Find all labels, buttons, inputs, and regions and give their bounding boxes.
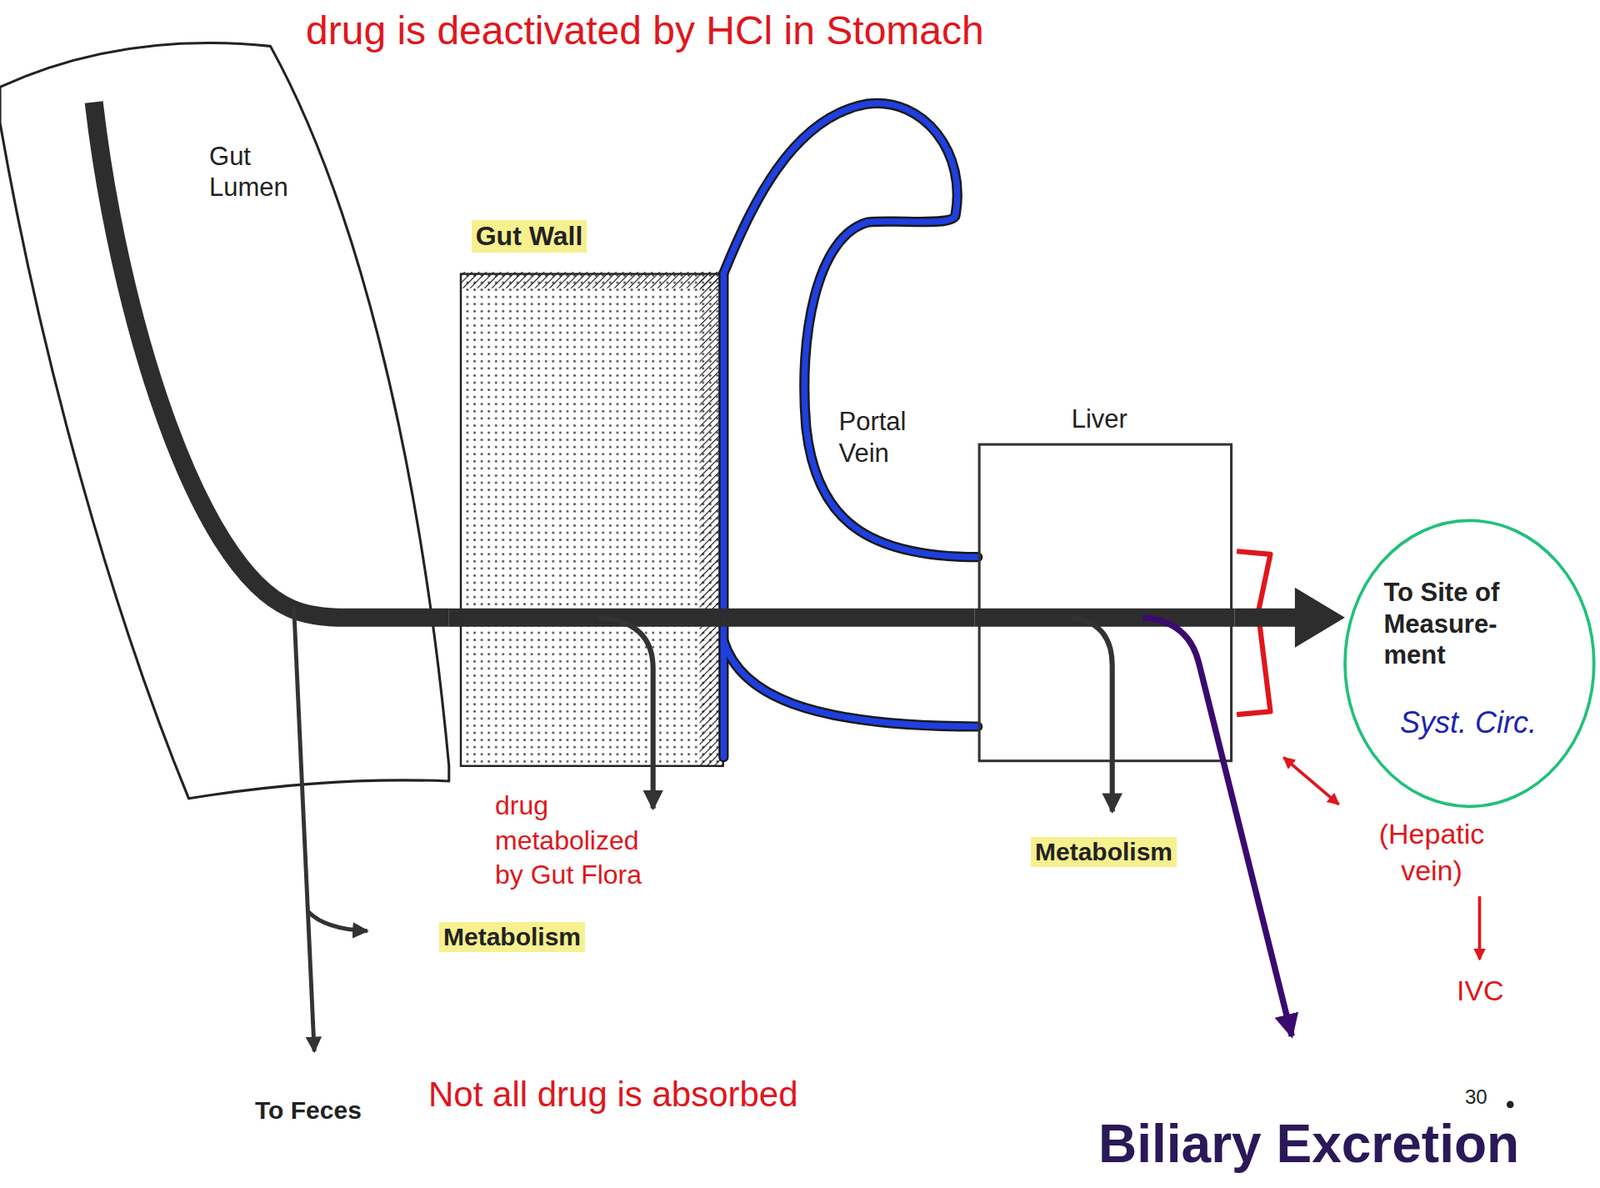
destination-label: To Site of Measure- ment bbox=[1383, 576, 1550, 671]
feces-arrow bbox=[294, 605, 315, 1051]
hepatic-vein-pointer bbox=[1283, 757, 1339, 805]
flow-shaft bbox=[1235, 608, 1297, 627]
gut-flora-arrow bbox=[596, 617, 653, 809]
vessel-line bbox=[723, 640, 978, 727]
lumen-band: Gut Lumen bbox=[0, 30, 450, 807]
annotation-note: IVC bbox=[1456, 973, 1505, 1008]
annotation-note: Syst. Circ. bbox=[1400, 704, 1537, 740]
destination-label: To Feces bbox=[255, 1095, 362, 1125]
vessel-line bbox=[723, 103, 978, 557]
page-number: 30 bbox=[1465, 1085, 1488, 1110]
vessel-line bbox=[720, 273, 726, 757]
lumen-outline bbox=[0, 42, 450, 798]
biliary-arrow bbox=[1142, 617, 1292, 1036]
wall-dots bbox=[460, 273, 724, 765]
flow-arrow bbox=[724, 616, 975, 618]
organ-label: Liver bbox=[1071, 403, 1128, 435]
site-circle: To Site of Measure- mentSyst. Circ. bbox=[1345, 518, 1596, 809]
wall-hatch bbox=[700, 271, 724, 766]
ivc-arrow bbox=[1478, 895, 1482, 960]
wall-outline bbox=[460, 273, 724, 765]
vessel-edge bbox=[723, 640, 978, 727]
liver-outline bbox=[979, 444, 1231, 761]
annotation-note: Not all drug is absorbed bbox=[428, 1073, 799, 1115]
portal-vein: Portal Vein bbox=[726, 96, 975, 735]
liver-box-shape bbox=[974, 398, 1235, 764]
process-label: Metabolism bbox=[1030, 836, 1177, 867]
gut-wall-box: Gut Wall bbox=[460, 216, 725, 768]
vessel-edge bbox=[718, 273, 729, 757]
region-label: Gut Wall bbox=[471, 220, 588, 252]
arrowhead bbox=[1295, 587, 1345, 648]
destination-label: Biliary Excretion bbox=[1098, 1111, 1520, 1176]
region-label: Gut Lumen bbox=[209, 140, 310, 203]
process-label: Metabolism bbox=[439, 921, 585, 952]
page-dot bbox=[1506, 1100, 1515, 1109]
liver-drug-flow bbox=[974, 608, 1235, 627]
wall-drug-flow bbox=[460, 608, 725, 627]
flow-arrow bbox=[449, 616, 462, 618]
site-circle-shape bbox=[1345, 518, 1596, 809]
flow-shaft bbox=[449, 608, 462, 627]
annotation-note: drug metabolized by Gut Flora bbox=[495, 788, 662, 893]
flow-arrow bbox=[1235, 587, 1345, 648]
annotation-note: (Hepatic vein) bbox=[1356, 815, 1507, 889]
gut-wall-box-shape bbox=[460, 216, 725, 768]
flow-shaft bbox=[724, 608, 975, 627]
vessel-edge bbox=[723, 103, 978, 557]
lumen-metabolism-arrow bbox=[308, 910, 368, 930]
vessel-label: Portal Vein bbox=[839, 405, 931, 468]
liver-metabolism-arrow bbox=[1071, 617, 1113, 812]
liver-box: Liver bbox=[974, 398, 1235, 764]
site-outline bbox=[1345, 520, 1595, 806]
annotation-note: drug is deactivated by HCl in Stomach bbox=[305, 6, 985, 55]
hepatic-vein-bracket bbox=[1236, 550, 1270, 715]
lumen-drug-flow bbox=[94, 101, 450, 617]
